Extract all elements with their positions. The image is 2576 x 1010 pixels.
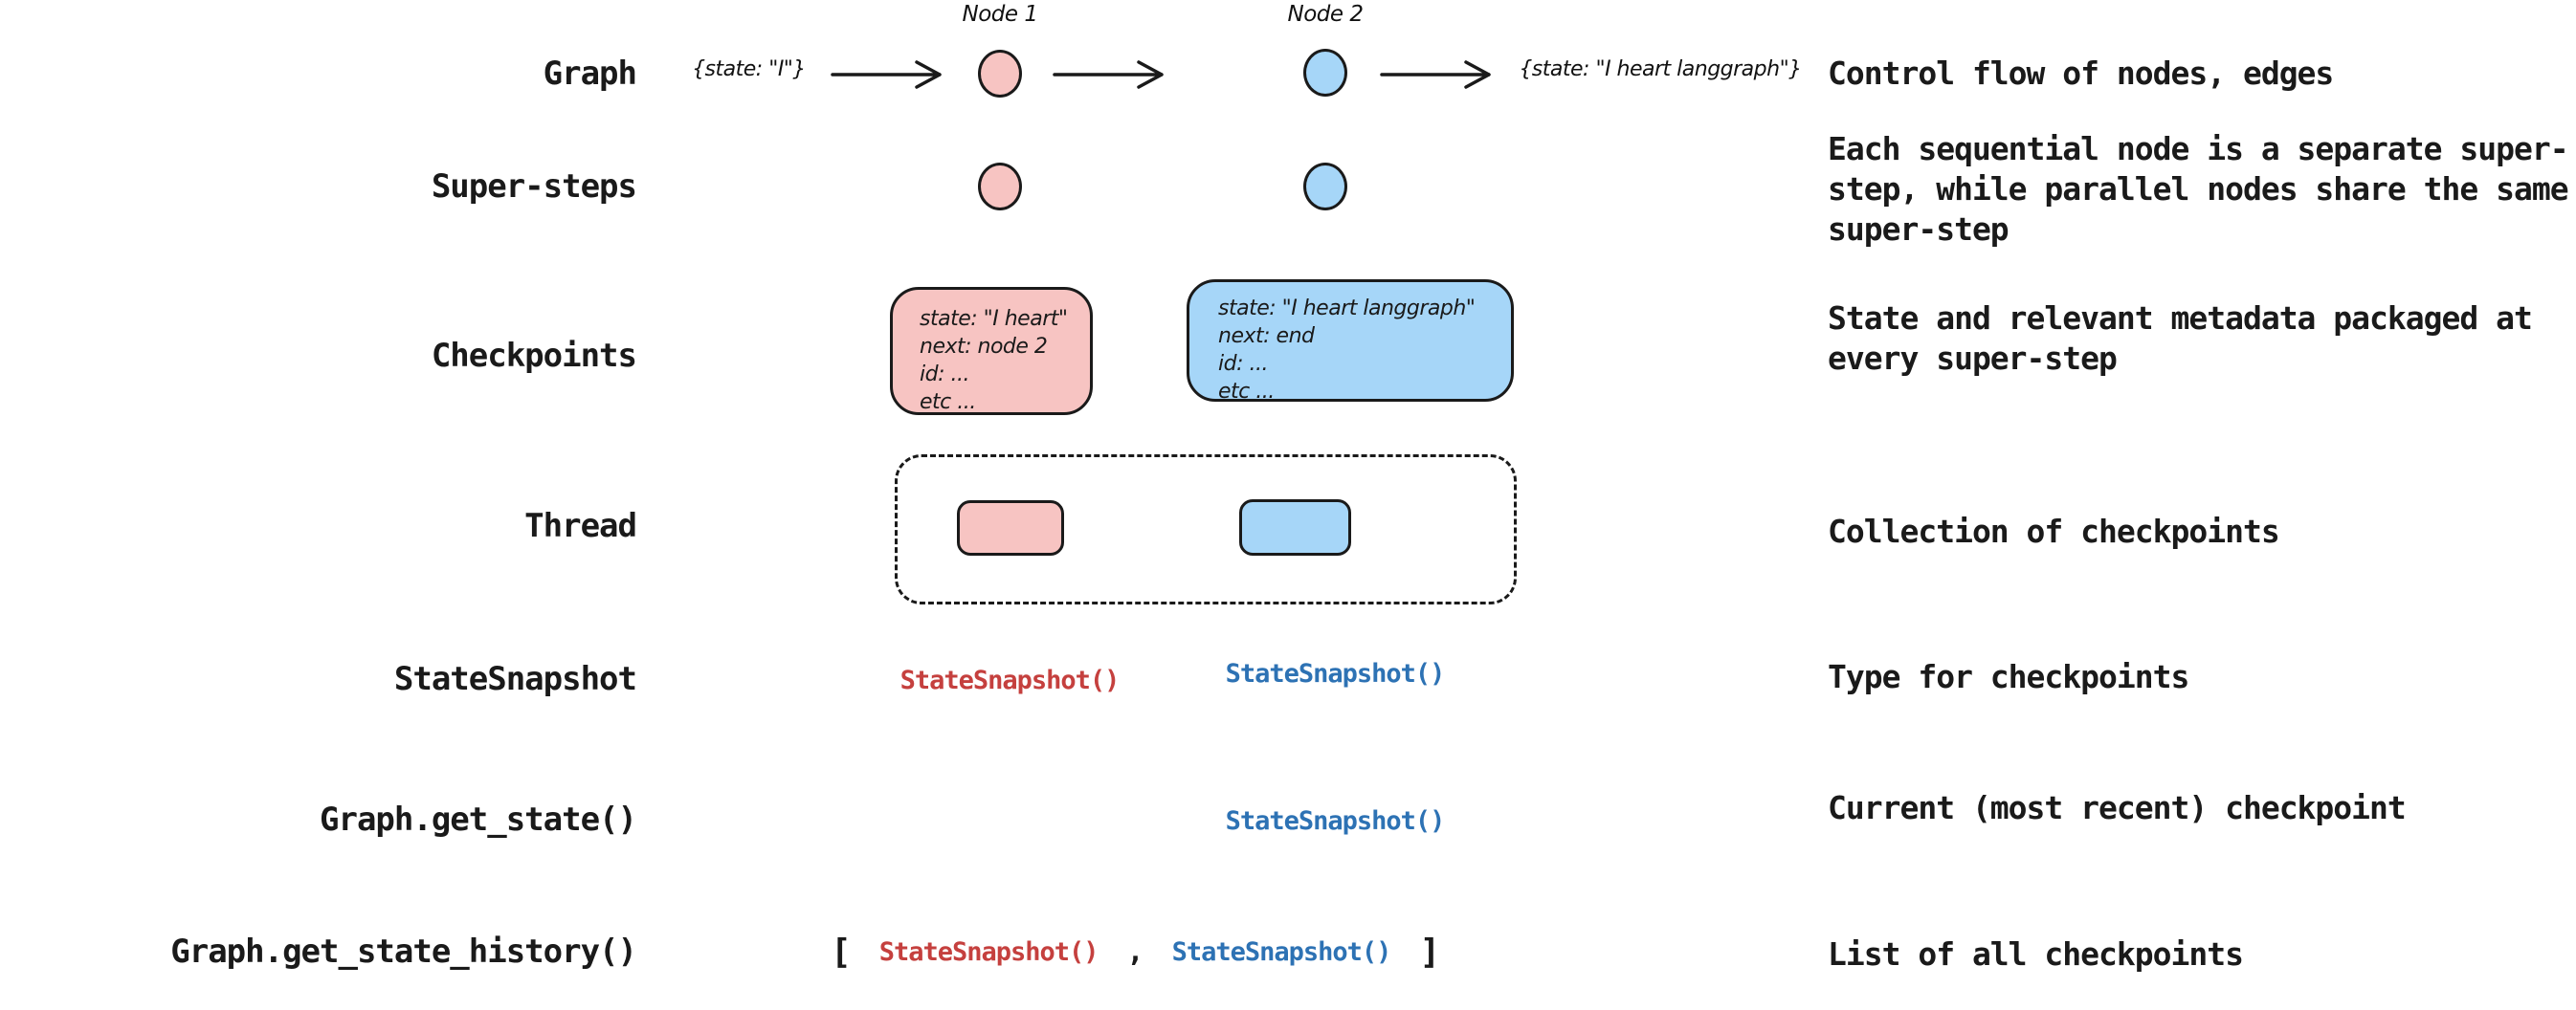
open-bracket: [ (831, 933, 852, 972)
row-label-statesnapshot: StateSnapshot (393, 660, 637, 698)
snapshot-blue-1: StateSnapshot() (1225, 659, 1446, 689)
arrow-icon (831, 60, 942, 89)
history-list: [ StateSnapshot() , StateSnapshot() ] (831, 933, 1440, 972)
thread-chip-blue (1239, 499, 1351, 556)
thread-chip-pink (957, 500, 1064, 556)
checkpoint-box-blue: state: "I heart langgraph" next: end id:… (1187, 279, 1514, 404)
row-label-get-state: Graph.get_state() (320, 801, 637, 839)
node1-circle (978, 50, 1022, 98)
input-state-text: {state: "I"} (692, 57, 806, 81)
row-desc-get-state-history: List of all checkpoints (1828, 935, 2244, 973)
node2-label: Node 2 (1287, 2, 1364, 27)
row-desc-super-steps: Each sequential node is a separate super… (1828, 130, 2569, 248)
checkpoint-line: id: ... (1218, 352, 1268, 376)
row-label-checkpoints: Checkpoints (431, 337, 637, 375)
checkpoint-line: next: node 2 (920, 335, 1048, 359)
output-state-text: {state: "I heart langgraph"} (1519, 57, 1802, 81)
snapshot-red-2: StateSnapshot() (878, 937, 1099, 967)
row-label-super-steps: Super-steps (431, 167, 637, 206)
checkpoint-line: etc ... (920, 390, 976, 414)
row-desc-statesnapshot: Type for checkpoints (1828, 658, 2189, 695)
checkpoint-line: id: ... (920, 362, 969, 386)
checkpoint-line: next: end (1218, 324, 1315, 348)
snapshot-red-1: StateSnapshot() (899, 666, 1121, 695)
row-desc-graph: Control flow of nodes, edges (1828, 55, 2334, 92)
thread-boundary-box (895, 454, 1517, 604)
arrow-icon (1053, 60, 1164, 89)
superstep-node-1 (978, 163, 1022, 210)
node1-label: Node 1 (962, 2, 1038, 27)
checkpoint-line: state: "I heart langgraph" (1218, 296, 1476, 320)
arrow-icon (1380, 60, 1491, 89)
row-desc-checkpoints: State and relevant metadata packaged at … (1828, 299, 2533, 377)
checkpoint-line: state: "I heart" (920, 307, 1068, 331)
row-label-thread: Thread (524, 507, 637, 545)
row-desc-get-state: Current (most recent) checkpoint (1828, 789, 2407, 826)
snapshot-blue-2: StateSnapshot() (1225, 806, 1446, 836)
superstep-node-2 (1303, 163, 1347, 210)
row-label-get-state-history: Graph.get_state_history() (170, 933, 637, 971)
snapshot-blue-3: StateSnapshot() (1171, 937, 1392, 967)
list-comma: , (1126, 935, 1144, 969)
close-bracket: ] (1419, 933, 1440, 972)
row-label-graph: Graph (543, 55, 637, 93)
checkpoint-line: etc ... (1218, 380, 1275, 404)
node2-circle (1303, 49, 1347, 97)
checkpoint-box-pink: state: "I heart" next: node 2 id: ... et… (890, 287, 1093, 415)
row-desc-thread: Collection of checkpoints (1828, 513, 2280, 550)
